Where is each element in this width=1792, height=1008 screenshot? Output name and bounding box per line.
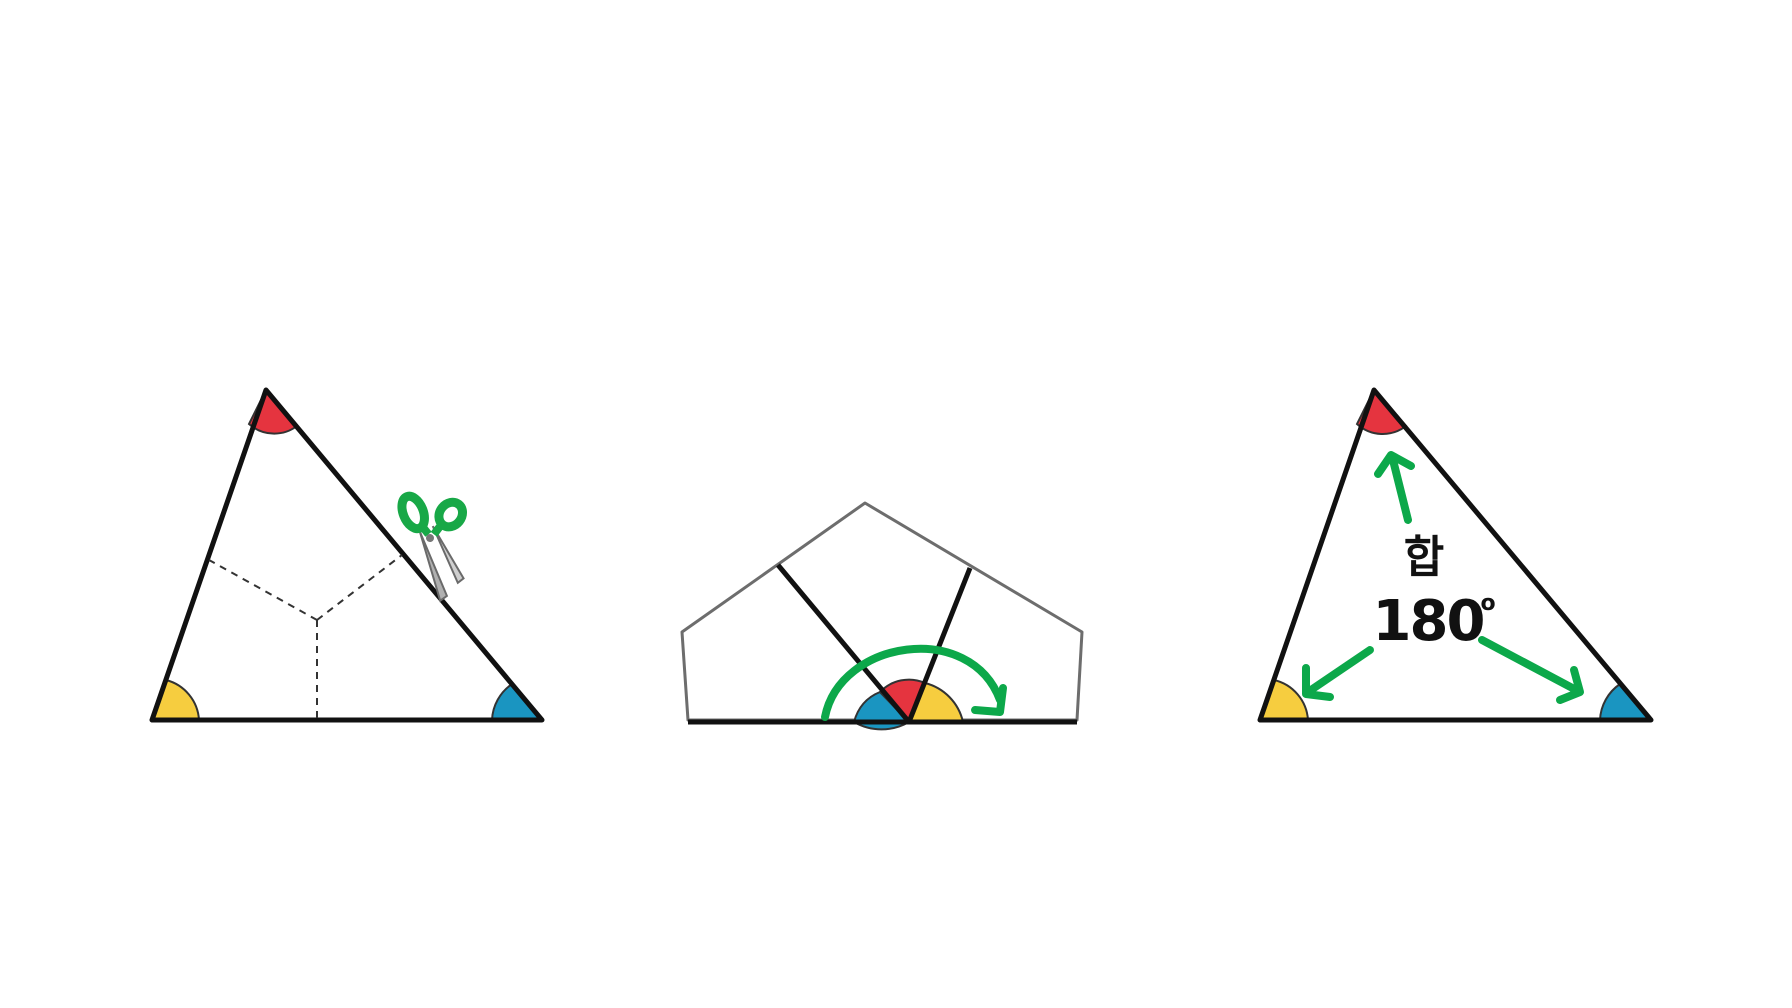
fold-line-left [776,563,911,724]
arrow-down-left-icon [1302,646,1374,701]
arrow-up-icon [1374,451,1415,524]
cut-lines [208,554,403,720]
curved-arrow-icon [821,644,1007,721]
fold-line-right [906,567,973,723]
sum-triangle-panel: 합 180 o [1257,387,1654,723]
triangle-outline [1257,387,1654,723]
triangle-outline [149,387,545,723]
degree-symbol: o [1480,591,1495,616]
scissors-icon [397,491,468,603]
rearranged-angles-panel [680,501,1084,731]
cut-triangle-panel [149,387,545,723]
sum-word-label: 합 [1404,532,1444,583]
arrow-down-right-icon [1478,636,1584,704]
sum-value-label: 180 [1373,589,1484,654]
